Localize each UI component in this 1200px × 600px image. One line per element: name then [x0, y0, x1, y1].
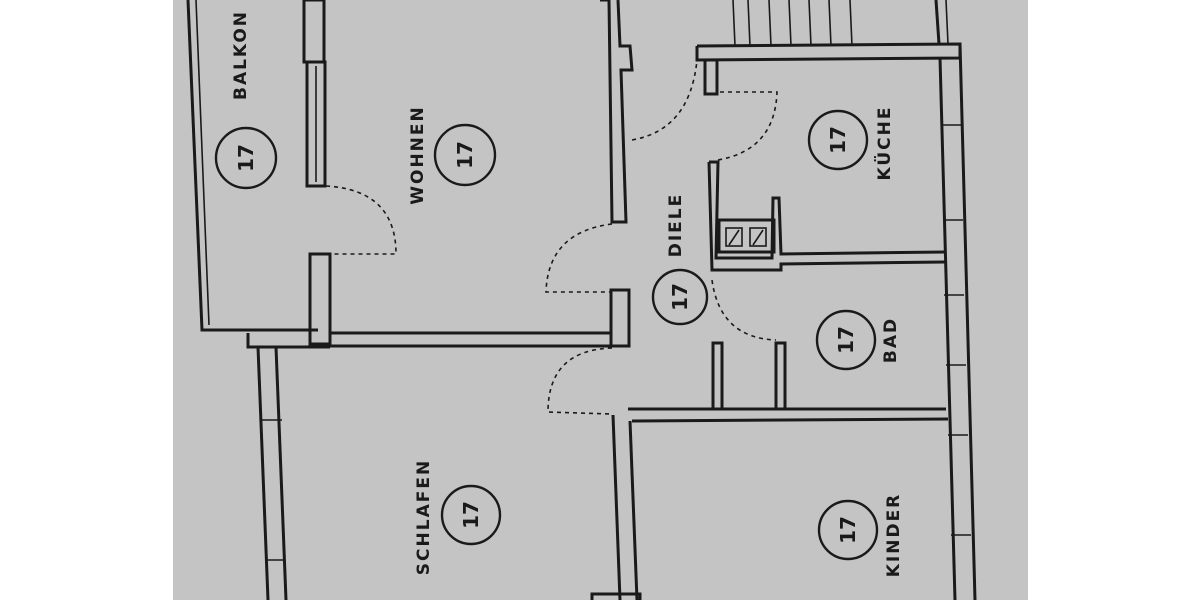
room-number-badge	[815, 309, 877, 371]
room-label: KÜCHE	[873, 106, 895, 181]
room-number-badge	[433, 123, 497, 187]
room-number: 17	[459, 501, 483, 529]
room-balkon: 17 BALKON	[214, 10, 278, 190]
room-number: 17	[234, 144, 258, 172]
room-label: SCHLAFEN	[414, 459, 434, 575]
room-diele: 17 DIELE	[651, 193, 709, 326]
room-label: WOHNEN	[408, 105, 428, 205]
room-kueche: 17 KÜCHE	[807, 106, 895, 181]
room-label: KINDER	[884, 493, 904, 578]
walls	[186, 0, 977, 600]
room-number: 17	[826, 126, 850, 154]
room-number-badge	[807, 109, 869, 171]
room-number-badge	[440, 484, 502, 546]
room-number-badge	[651, 268, 709, 326]
room-label: BAD	[881, 317, 901, 363]
room-number-badge	[817, 499, 879, 561]
room-bad: 17 BAD	[815, 309, 901, 371]
room-label: BALKON	[231, 10, 251, 100]
room-wohnen: 17 WOHNEN	[408, 105, 497, 205]
room-kinder: 17 KINDER	[817, 493, 904, 578]
room-number: 17	[836, 516, 860, 544]
room-number: 17	[453, 141, 477, 169]
room-label: DIELE	[666, 193, 686, 258]
room-number: 17	[668, 283, 692, 311]
room-number: 17	[834, 326, 858, 354]
room-number-badge	[214, 126, 278, 190]
room-schlafen: 17 SCHLAFEN	[414, 459, 502, 575]
door-swings	[325, 59, 778, 415]
stairs	[732, 0, 949, 47]
